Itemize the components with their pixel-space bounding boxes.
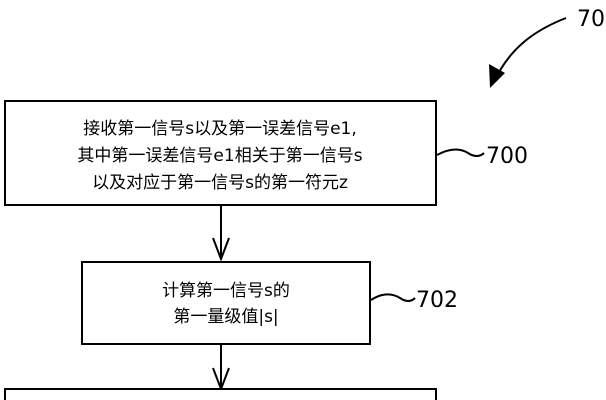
step-700-line-3: 以及对应于第一信号s的第一符元z [92, 173, 348, 193]
step-700-ref-label: 700 [486, 144, 528, 169]
step-700-line-1: 接收第一信号s以及第一误差信号e1, [83, 119, 357, 139]
step-700-line-2: 其中第一误差信号e1相关于第一信号s [77, 146, 362, 166]
step-702-leader [370, 293, 416, 302]
arrow-700-to-702-head [212, 237, 230, 262]
figure-label: 70 [577, 7, 605, 32]
step-702-line-2: 第一量级值|s| [173, 307, 278, 327]
step-702-box [81, 261, 371, 345]
step-700-box [4, 100, 437, 206]
figure-label-arrow [494, 17, 567, 81]
figure-label-arrowhead [489, 64, 505, 88]
step-702-ref-label: 702 [416, 288, 458, 313]
step-702: 计算第一信号s的 第一量级值|s| [81, 261, 371, 345]
step-702-line-1: 计算第一信号s的 [162, 281, 290, 301]
step-700: 接收第一信号s以及第一误差信号e1, 其中第一误差信号e1相关于第一信号s 以及… [4, 100, 437, 206]
next-step-box [4, 388, 437, 400]
step-700-leader [436, 148, 485, 157]
